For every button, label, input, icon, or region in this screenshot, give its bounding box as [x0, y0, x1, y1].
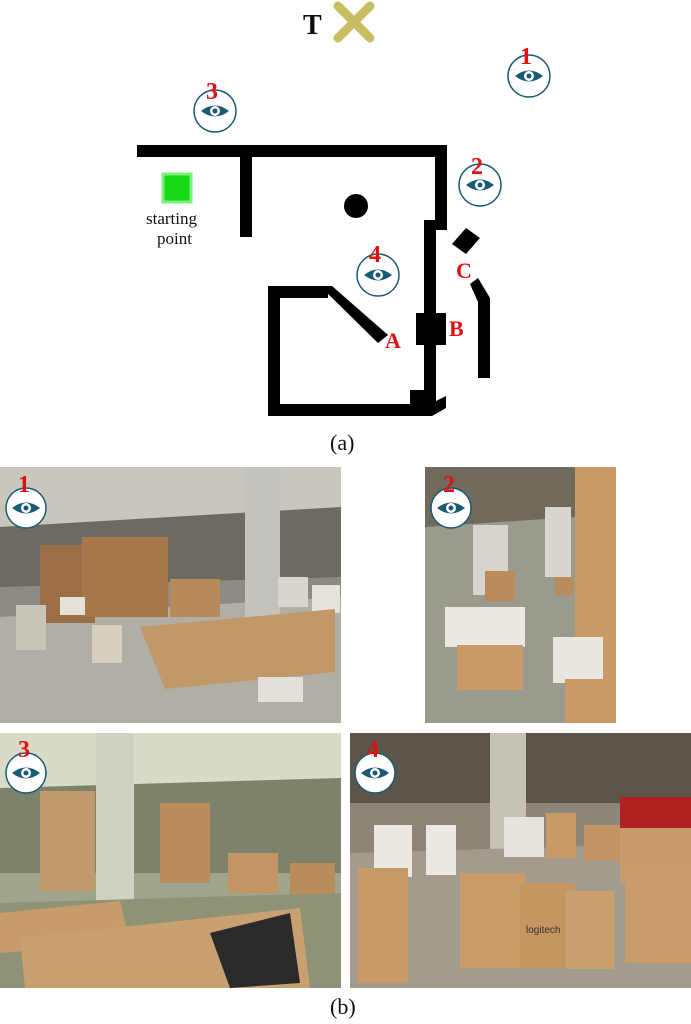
- viewpoint-4-number: 4: [369, 242, 381, 268]
- photo-4-number: 4: [367, 737, 379, 763]
- viewpoint-1-eye-icon: [507, 54, 551, 98]
- start-label-line1: starting: [146, 209, 197, 228]
- caption-a: (a): [330, 430, 355, 455]
- viewpoint-1-number: 1: [520, 44, 532, 70]
- photo-1-number: 1: [18, 472, 30, 498]
- photo-4-box-brand: logitech: [526, 925, 560, 936]
- viewpoint-3-number: 3: [206, 79, 218, 105]
- viewpoint-2-number: 2: [471, 154, 483, 180]
- photo-2-eye-icon: [430, 487, 472, 534]
- start-label-line2: point: [157, 229, 192, 248]
- photo-4: logitech: [350, 733, 691, 988]
- photo-3-number: 3: [18, 737, 30, 763]
- caption-b: (b): [330, 994, 356, 1019]
- photo-1: [0, 467, 341, 723]
- door-label-b: B: [449, 316, 464, 341]
- photo-1-eye-icon: [5, 487, 47, 534]
- photo-2-number: 2: [443, 472, 455, 498]
- photo-3-eye-icon: [5, 752, 47, 799]
- viewpoint-3-eye-icon: [193, 89, 237, 133]
- door-label-c: C: [456, 258, 472, 283]
- photo-4-eye-icon: [354, 752, 396, 799]
- target-cross-icon: [333, 1, 375, 43]
- target-label: T: [303, 10, 322, 41]
- door-label-a: A: [385, 328, 401, 353]
- viewpoint-4-eye-icon: [356, 253, 400, 297]
- floor-map: T starting point A B C 1 2: [137, 1, 551, 416]
- pillar: [344, 194, 368, 218]
- starting-point-marker: [161, 172, 193, 204]
- walls: [137, 145, 490, 416]
- viewpoint-2-eye-icon: [458, 163, 502, 207]
- photo-3: [0, 733, 341, 988]
